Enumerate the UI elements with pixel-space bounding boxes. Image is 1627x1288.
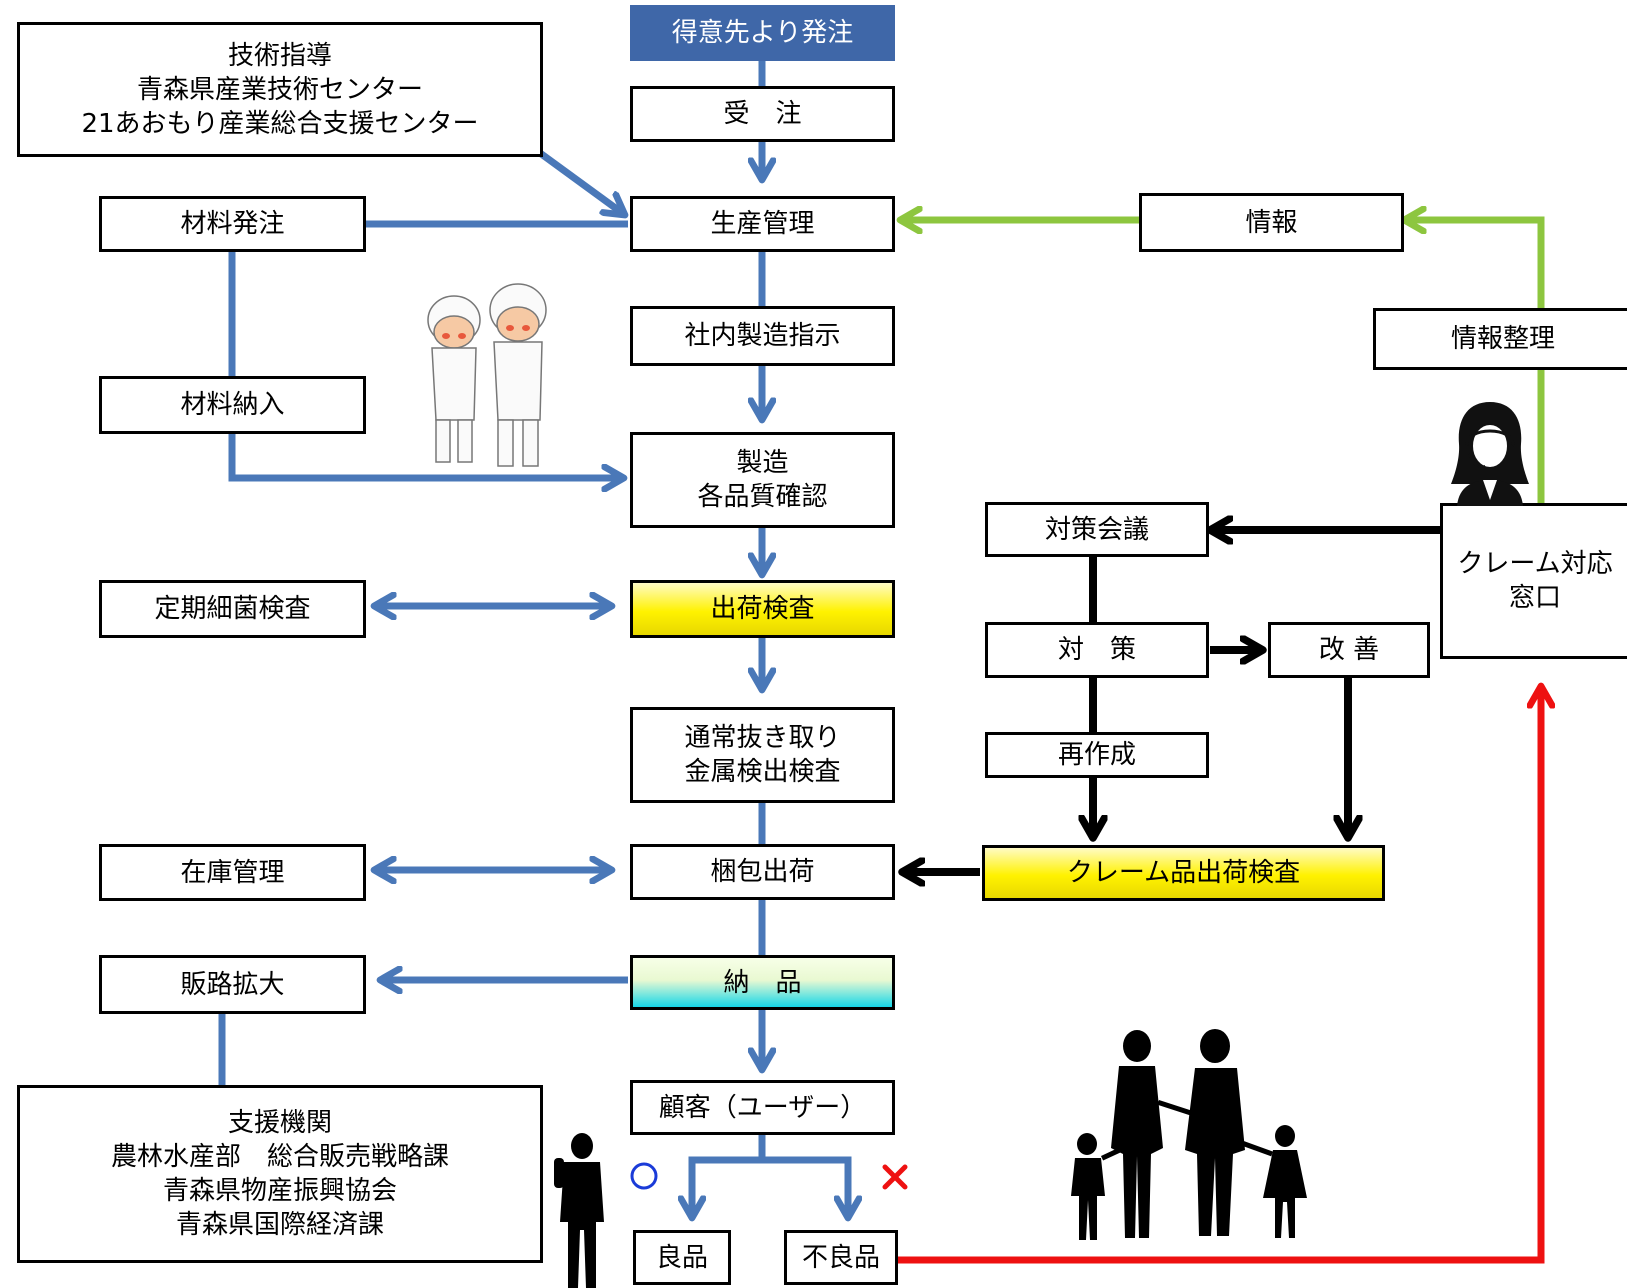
good-product-box: 良品	[633, 1230, 731, 1285]
support-organizations-label-3: 青森県物産振興協会	[162, 1176, 397, 1206]
periodic-bacteria-test-box: 定期細菌検査	[99, 580, 366, 638]
defective-product-label: 不良品	[801, 1242, 880, 1273]
support-organizations-box: 支援機関 農林水産部 総合販売戦略課 青森県物産振興協会 青森県国際経済課	[17, 1085, 543, 1263]
metal-detection-box: 通常抜き取り 金属検出検査	[630, 707, 895, 803]
countermeasure-label: 対 策	[1057, 635, 1136, 665]
material-order-label: 材料発注	[180, 209, 285, 239]
arrow-defective-to-complaint-desk	[898, 686, 1541, 1264]
complaint-inspection-label: クレーム品出荷検査	[1066, 858, 1301, 888]
inventory-management-label: 在庫管理	[180, 857, 285, 888]
manufacturing-box: 製造 各品質確認	[630, 432, 895, 528]
workers-illustration	[427, 283, 547, 467]
arrow-customer-to-bad	[762, 1156, 848, 1218]
customer-label: 顧客（ユーザー）	[658, 1092, 867, 1123]
operator-headset-illustration	[1451, 402, 1529, 506]
delivery-label: 納 品	[723, 967, 802, 998]
delivery-box: 納 品	[630, 955, 895, 1010]
packing-shipping-box: 梱包出荷	[630, 844, 895, 900]
periodic-bacteria-test-label: 定期細菌検査	[154, 594, 311, 624]
material-order-box: 材料発注	[99, 196, 366, 252]
improvement-label: 改 善	[1318, 635, 1380, 665]
remake-label: 再作成	[1057, 740, 1136, 770]
arrow-material-delivery-to-manufacturing	[228, 434, 624, 478]
complaint-desk-box: クレーム対応 窓口	[1440, 503, 1627, 659]
support-organizations-label-2: 農林水産部 総合販売戦略課	[110, 1142, 449, 1172]
shipping-inspection-label: 出荷検査	[710, 594, 815, 624]
manufacturing-label-1: 製造	[736, 448, 789, 478]
countermeasure-meeting-label: 対策会議	[1044, 514, 1149, 545]
defective-product-box: 不良品	[784, 1230, 898, 1285]
packing-shipping-label: 梱包出荷	[710, 857, 815, 887]
order-from-client-label: 得意先より発注	[671, 18, 854, 48]
inventory-management-box: 在庫管理	[99, 844, 366, 901]
technical-guidance-label-2: 青森県産業技術センター	[136, 74, 423, 105]
support-organizations-label-1: 支援機関	[227, 1108, 332, 1138]
metal-detection-label-2: 金属検出検査	[684, 757, 841, 787]
internal-instruction-box: 社内製造指示	[630, 306, 895, 366]
information-label: 情報	[1245, 207, 1298, 238]
improvement-box: 改 善	[1268, 622, 1430, 678]
complaint-inspection-box: クレーム品出荷検査	[982, 845, 1385, 901]
arrow-guidance-to-production	[537, 150, 625, 215]
internal-instruction-label: 社内製造指示	[684, 321, 841, 351]
metal-detection-label-1: 通常抜き取り	[684, 723, 841, 753]
countermeasure-box: 対 策	[985, 622, 1209, 678]
information-organization-label: 情報整理	[1450, 324, 1555, 354]
order-from-client-box: 得意先より発注	[630, 5, 895, 61]
information-box: 情報	[1139, 193, 1404, 252]
good-product-label: 良品	[655, 1242, 708, 1273]
production-management-label: 生産管理	[710, 209, 815, 239]
technical-guidance-box: 技術指導 青森県産業技術センター 21あおもり産業総合支援センター	[17, 22, 543, 157]
family-silhouette	[1071, 1029, 1307, 1240]
order-received-label: 受 注	[723, 99, 802, 129]
customer-box: 顧客（ユーザー）	[630, 1080, 895, 1135]
arrow-complaint-to-info	[1404, 220, 1545, 503]
information-organization-box: 情報整理	[1373, 308, 1627, 370]
technical-guidance-label-3: 21あおもり産業総合支援センター	[81, 108, 479, 139]
technical-guidance-label-1: 技術指導	[227, 40, 332, 71]
support-organizations-label-4: 青森県国際経済課	[175, 1210, 384, 1240]
sales-expansion-box: 販路拡大	[99, 955, 366, 1014]
production-management-box: 生産管理	[630, 196, 895, 252]
person-silhouette	[554, 1133, 604, 1288]
order-received-box: 受 注	[630, 86, 895, 142]
good-circle-mark	[630, 1162, 658, 1190]
manufacturing-label-2: 各品質確認	[697, 482, 828, 512]
complaint-desk-label-2: 窓口	[1508, 583, 1561, 613]
shipping-inspection-box: 出荷検査	[630, 580, 895, 638]
bad-cross-mark	[882, 1164, 908, 1190]
complaint-desk-label-1: クレーム対応	[1457, 549, 1613, 579]
arrow-customer-to-good	[692, 1135, 766, 1218]
material-delivery-box: 材料納入	[99, 376, 366, 434]
material-delivery-label: 材料納入	[180, 390, 285, 420]
countermeasure-meeting-box: 対策会議	[985, 502, 1209, 557]
remake-box: 再作成	[985, 732, 1209, 778]
sales-expansion-label: 販路拡大	[180, 969, 285, 1000]
